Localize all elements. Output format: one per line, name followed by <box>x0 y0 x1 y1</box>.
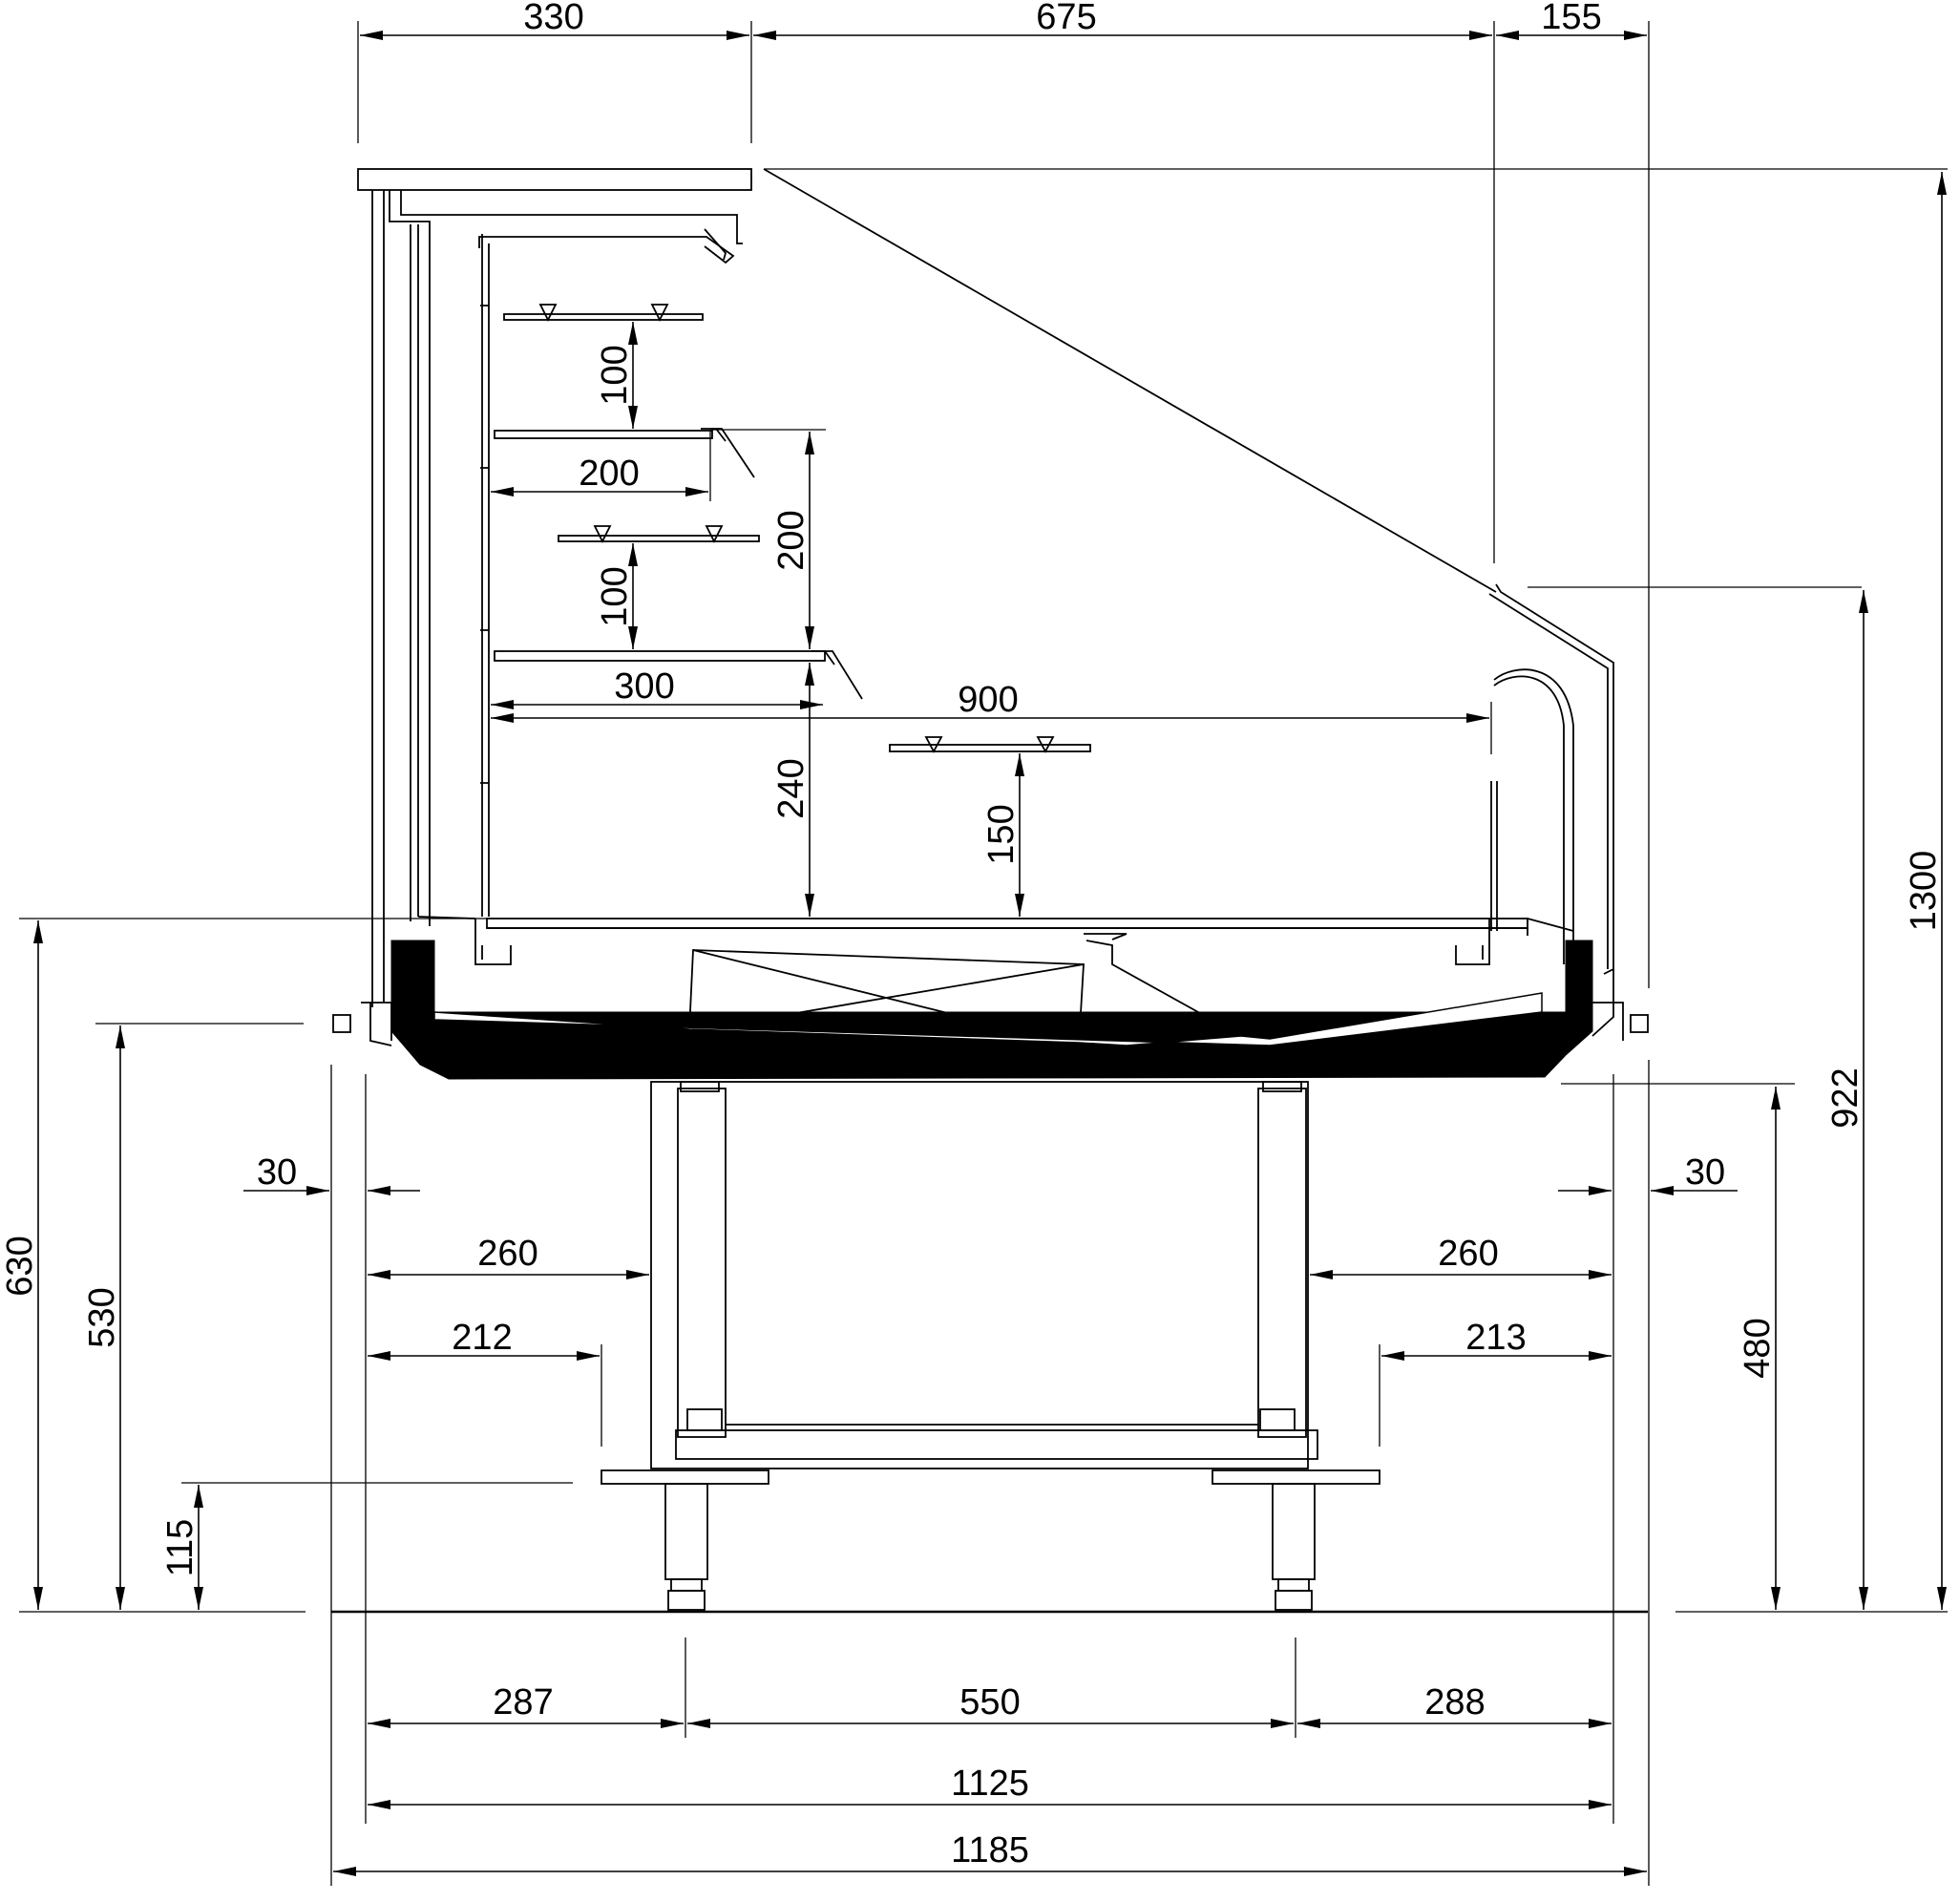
dim-total-height-1300: 1300 <box>1904 851 1944 932</box>
dim-front-height-922: 922 <box>1825 1067 1865 1128</box>
dimension-labels: 330 675 155 100 200 100 200 300 240 900 … <box>0 0 1944 1870</box>
dim-right-offset-30: 30 <box>1685 1152 1725 1193</box>
counter-body <box>332 168 1649 1611</box>
dim-deck-height-630: 630 <box>0 1236 40 1296</box>
dim-shelf-gap-100-lower: 100 <box>595 566 635 626</box>
dim-bottom-287: 287 <box>493 1682 553 1722</box>
dim-shelf-height-240: 240 <box>771 758 811 818</box>
dim-base-height-530: 530 <box>82 1287 122 1347</box>
dim-shelf-depth-200: 200 <box>579 454 639 494</box>
dim-left-offset-30: 30 <box>257 1152 297 1193</box>
dim-shelf-height-200: 200 <box>771 510 811 570</box>
dim-inner-width-900: 900 <box>958 680 1018 720</box>
dim-shelf-gap-100-upper: 100 <box>595 345 635 405</box>
dim-left-leg-260: 260 <box>477 1234 537 1274</box>
dim-total-width-1185: 1185 <box>951 1830 1029 1870</box>
dim-right-leg-260: 260 <box>1438 1234 1498 1274</box>
dim-inner-width-1125: 1125 <box>951 1764 1029 1804</box>
dim-right-foot-213: 213 <box>1465 1318 1526 1358</box>
dim-base-height-480: 480 <box>1738 1318 1778 1378</box>
dim-shelf-gap-150: 150 <box>981 804 1022 864</box>
dim-foot-height-115: 115 <box>160 1519 200 1577</box>
dim-left-foot-212: 212 <box>452 1318 512 1358</box>
extension-lines <box>19 21 1948 1886</box>
dim-top-330: 330 <box>523 0 583 37</box>
dim-bottom-550: 550 <box>959 1682 1020 1722</box>
dim-shelf-depth-300: 300 <box>614 666 674 707</box>
dim-top-155: 155 <box>1541 0 1601 37</box>
dim-bottom-288: 288 <box>1424 1682 1485 1722</box>
dimension-lines <box>33 31 1947 1876</box>
dim-top-675: 675 <box>1036 0 1096 37</box>
